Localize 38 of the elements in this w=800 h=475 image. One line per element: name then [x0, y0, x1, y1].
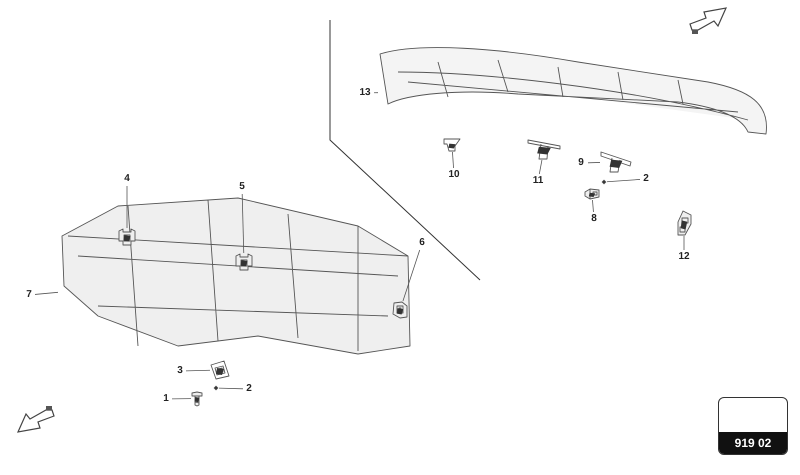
callout-number: 10 — [445, 168, 463, 182]
nut-drawing — [213, 385, 219, 391]
bracket-drawing — [600, 150, 632, 174]
bracket-drawing — [527, 138, 561, 160]
leader-line — [172, 398, 192, 400]
leader-line — [402, 250, 420, 302]
callout-number: 5 — [236, 180, 248, 194]
clip-drawing — [584, 188, 600, 200]
callout-number: 3 — [174, 364, 186, 378]
callout-number: 1 — [160, 392, 172, 406]
leader-line — [452, 152, 454, 168]
leader-line — [538, 160, 542, 174]
leader-line — [592, 200, 594, 212]
callout-number: 7 — [23, 288, 35, 302]
leader-line — [374, 92, 378, 94]
clip-drawing — [392, 301, 408, 319]
leader-line — [126, 186, 128, 228]
callout-number: 8 — [588, 212, 600, 226]
bracket-drawing — [210, 360, 230, 380]
bracket-drawing — [443, 138, 461, 152]
nut-drawing — [601, 179, 607, 185]
leader-line — [588, 162, 600, 164]
callout-number: 2 — [640, 172, 652, 186]
callout-number: 9 — [574, 156, 588, 170]
leader-line — [218, 388, 244, 390]
callout-number: 12 — [675, 250, 693, 264]
leader-line — [242, 194, 244, 254]
callout-number: 2 — [243, 382, 255, 396]
callout-number: 6 — [416, 236, 428, 250]
callout-number: 11 — [529, 174, 547, 188]
screw-drawing — [191, 391, 203, 406]
leader-line — [34, 292, 58, 295]
leader-line — [186, 370, 210, 372]
callout-number: 4 — [121, 172, 133, 186]
bracket-drawing — [676, 210, 692, 236]
page-reference-number: 919 02 — [719, 432, 787, 454]
leader-line — [606, 179, 640, 182]
callout-number: 13 — [356, 86, 374, 100]
